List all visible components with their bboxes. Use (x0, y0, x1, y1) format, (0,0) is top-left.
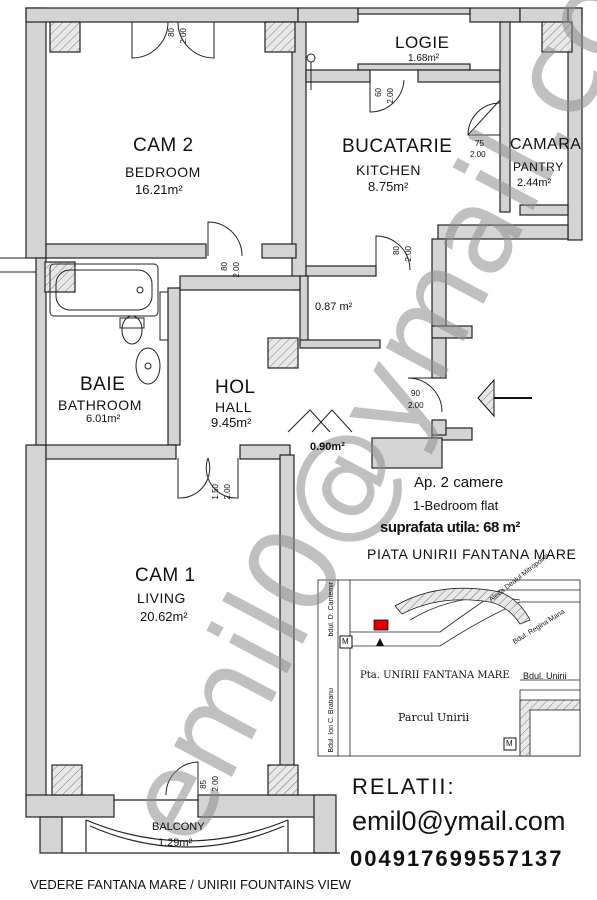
logie-name: LOGIE (395, 33, 450, 52)
map-metro-label-2: M (506, 739, 513, 748)
door-kitchen-w: 80 (392, 246, 401, 255)
left-edge-lines (0, 257, 36, 273)
pantry-name-en: PANTRY (513, 160, 564, 174)
hall-name: HOL (215, 377, 256, 398)
storage-area: 0.87 m² (315, 301, 353, 313)
map-metro-box-1 (339, 635, 353, 649)
hall-area: 9.45m² (211, 415, 252, 430)
hall-name-en: HALL (215, 399, 253, 415)
door-living-w: 1.50 (211, 484, 220, 500)
door-cam2-top-h: 2.00 (179, 28, 188, 44)
kitchen-fixtures (306, 53, 501, 136)
kitchen-name-en: KITCHEN (356, 162, 421, 178)
info-title: Ap. 2 camere (414, 474, 504, 491)
balcony-outline (62, 799, 340, 854)
door-kitchen-h: 2.00 (404, 246, 413, 262)
bath-area: 6.01m² (86, 413, 121, 425)
cam2-area: 16.21m² (135, 182, 183, 197)
door-bedroom-h: 2.00 (232, 262, 241, 278)
info-location: PIATA UNIRII FANTANA MARE (367, 546, 577, 562)
door-balcony-w: 85 (199, 780, 208, 789)
contact-email[interactable]: emil0@ymail.com (352, 806, 566, 836)
map-metro-label-1: M (342, 637, 349, 646)
pantry-area: 2.44m² (517, 177, 552, 189)
living-name: CAM 1 (135, 565, 196, 586)
door-pantry-h: 2.00 (470, 150, 486, 159)
kitchen-area: 8.75m² (368, 179, 409, 194)
door-balcony-h: 2.00 (211, 776, 220, 792)
door-entrance-w: 90 (411, 389, 420, 398)
living-area: 20.62m² (140, 609, 188, 624)
cam2-name-en: BEDROOM (125, 164, 201, 180)
kitchen-name: BUCATARIE (342, 136, 453, 157)
balcony-name: BALCONY (152, 821, 205, 833)
bath-name: BAIE (80, 374, 126, 395)
map-arrow (376, 638, 384, 646)
map-label-parc: Parcul Unirii (398, 711, 470, 724)
door-living-h: 2.00 (223, 484, 232, 500)
living-name-en: LIVING (137, 590, 186, 606)
view-caption: VEDERE FANTANA MARE / UNIRII FOUNTAINS V… (30, 877, 351, 892)
door-bedroom-w: 80 (220, 262, 229, 271)
contact-phone[interactable]: 004917699557137 (350, 846, 564, 871)
location-map (317, 579, 581, 757)
door-logie-w: 60 (374, 88, 383, 97)
walls (25, 7, 583, 854)
map-label-bratianu: Bdul. Ion C. Bratianu (328, 688, 335, 753)
closet-area: 0.90m² (310, 441, 345, 453)
bathroom-fixtures (49, 263, 169, 385)
map-metro-box-2 (503, 737, 517, 751)
balcony-area: 1.29m² (158, 837, 193, 849)
contact-heading: RELATII: (352, 774, 456, 799)
info-subtitle: 1-Bedroom flat (413, 498, 499, 513)
door-pantry-w: 75 (475, 139, 484, 148)
map-label-unirii: Bdul. Unirii (523, 671, 567, 681)
info-surface: suprafata utila: 68 m² (380, 519, 520, 536)
entrance-arrow (477, 378, 532, 418)
door-entrance-h: 2.00 (408, 401, 424, 410)
door-logie-h: 2.00 (386, 88, 395, 104)
cam2-name: CAM 2 (133, 135, 194, 156)
map-building-marker (373, 619, 389, 631)
map-label-cantemir: bdul. D. Cantemir (328, 582, 335, 637)
structural-columns (44, 21, 573, 796)
bath-name-en: BATHROOM (58, 397, 142, 413)
door-cam2-top-w: 80 (167, 28, 176, 37)
logie-area: 1.68m² (408, 53, 440, 64)
map-label-piata: Pta. UNIRII FANTANA MARE (360, 670, 510, 681)
pantry-name: CAMARA (510, 136, 582, 153)
door-swings (131, 21, 501, 796)
